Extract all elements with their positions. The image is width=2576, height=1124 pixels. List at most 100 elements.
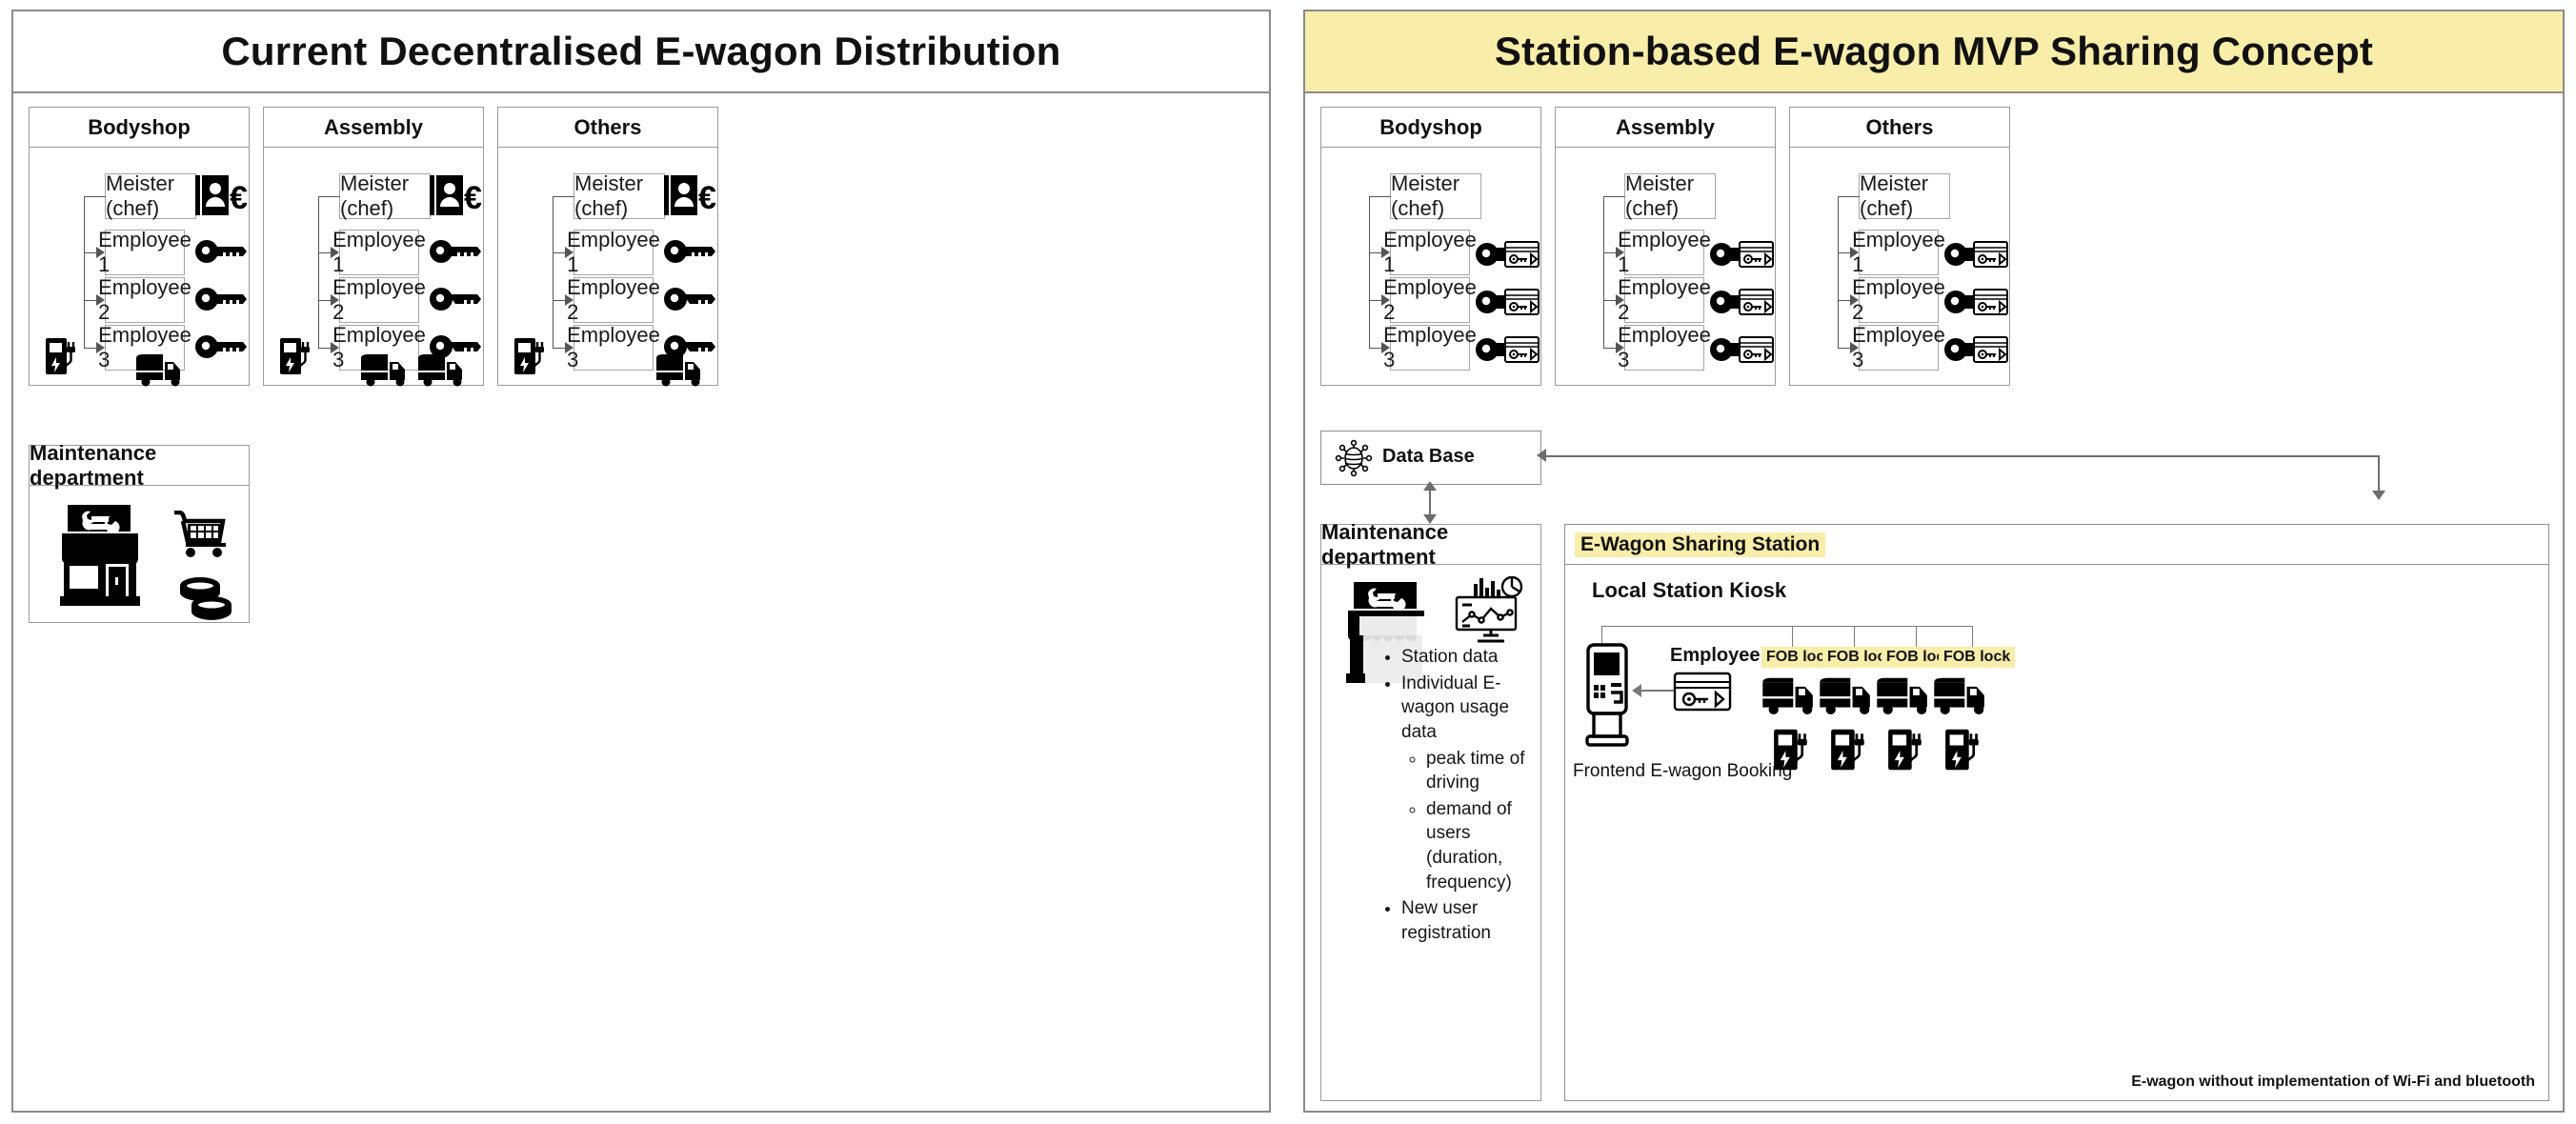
org-tree-branch <box>318 196 340 197</box>
e-wagon-truck-icon <box>654 352 708 391</box>
org-arrow <box>1850 294 1859 306</box>
org-box-label: Meister (chef) <box>574 171 644 220</box>
bullet-item: Individual E-wagon usage data peak time … <box>1401 672 1533 895</box>
key-icon <box>195 239 247 269</box>
org-tree-branch <box>318 300 334 301</box>
org-arrow <box>96 294 105 306</box>
org-tree-branch <box>318 348 334 349</box>
bullet-item: New user registration <box>1401 896 1533 945</box>
department-body: Meister (chef) Employee 1 Employee 2 Emp… <box>264 148 485 387</box>
department-title: Assembly <box>324 114 423 139</box>
org-tree-trunk <box>84 196 85 349</box>
database-label: Data Base <box>1382 446 1475 467</box>
department-title: Bodyshop <box>88 114 191 139</box>
org-tree-branch <box>1369 252 1385 253</box>
key-and-fob-card-icon <box>1944 335 2009 369</box>
org-arrow <box>1616 342 1624 353</box>
department-body: Meister (chef) Employee 1 Employee 2 Emp… <box>30 148 249 387</box>
org-tree-branch <box>84 196 106 197</box>
org-box-employee-1: Employee 1 <box>567 228 660 276</box>
department-header: Assembly <box>1556 108 1775 148</box>
station-kiosk-icon <box>1582 643 1632 753</box>
department-card-assembly: Assembly Meister (chef) Employee 1 Emplo… <box>263 107 485 387</box>
org-box-label: Employee 1 <box>567 228 660 276</box>
org-tree-trunk <box>1603 196 1604 349</box>
department-body: Meister (chef) Employee 1 Employee 2 Emp… <box>1321 148 1540 385</box>
org-arrow <box>1850 247 1859 258</box>
org-box-label: Employee 2 <box>1852 275 1945 324</box>
org-tree-trunk <box>318 196 319 349</box>
org-arrow <box>331 294 339 306</box>
right-panel-title-text: Station-based E-wagon MVP Sharing Concep… <box>1494 29 2374 73</box>
org-box-label: Meister (chef) <box>1625 171 1695 220</box>
maintenance-title: Maintenance department <box>30 440 157 490</box>
key-and-fob-card-icon <box>1710 288 1775 321</box>
org-box-employee-3: Employee 3 <box>1852 323 1945 371</box>
id-badge-euro-icon: € <box>430 172 485 223</box>
key-and-fob-card-icon <box>1476 240 1540 273</box>
workshop-storefront-icon <box>56 503 144 614</box>
department-title: Bodyshop <box>1379 114 1482 139</box>
fob-lock-label-2: FOB lock <box>1822 647 1900 668</box>
bullet-subitem: peak time of driving <box>1426 747 1533 795</box>
e-wagon-truck-icon <box>1932 675 1993 720</box>
org-box-label: Meister (chef) <box>106 171 175 220</box>
employee-id-to-kiosk-line <box>1640 690 1674 692</box>
org-box-employee-2: Employee 2 <box>567 275 660 324</box>
department-header: Others <box>1790 108 2009 148</box>
org-box-employee-1: Employee 1 <box>1383 228 1477 276</box>
department-body: Meister (chef) Employee 1 Employee 2 Emp… <box>1556 148 1775 385</box>
station-connector-arrow-down <box>2372 491 2385 500</box>
kiosk-caption: Frontend E-wagon Booking <box>1573 761 1793 781</box>
key-and-fob-card-icon <box>1944 240 2009 273</box>
db-maintenance-arrow-down <box>1423 514 1437 524</box>
bullet-item: Station data <box>1401 645 1533 670</box>
key-and-fob-card-icon <box>1944 288 2009 321</box>
org-box-employee-1: Employee 1 <box>98 228 191 276</box>
org-box-label: Employee 2 <box>332 275 426 324</box>
db-station-connector-v <box>2378 455 2380 493</box>
maintenance-department-card: Maintenance department <box>29 441 250 623</box>
key-and-fob-card-icon <box>1476 335 1540 369</box>
department-body: Meister (chef) Employee 1 Employee 2 Emp… <box>1790 148 2009 385</box>
db-maintenance-arrow-up <box>1423 481 1437 491</box>
ev-charging-station-icon <box>279 336 312 381</box>
bullet-sublist: peak time of driving demand of users (du… <box>1401 747 1533 895</box>
org-box-label: Employee 1 <box>98 228 191 276</box>
org-tree-branch <box>553 300 569 301</box>
station-footnote: E-wagon without implementation of Wi-Fi … <box>2131 1074 2535 1090</box>
department-card-assembly: Assembly Meister (chef) Employee 1 Emplo… <box>1555 107 1776 386</box>
org-box-label: Meister (chef) <box>340 171 410 220</box>
org-box-label: Employee 3 <box>1383 323 1477 371</box>
key-and-fob-card-icon <box>1476 288 1540 321</box>
fob-lock-label-4: FOB lock <box>1939 647 2016 668</box>
org-box-label: Employee 1 <box>1383 228 1477 276</box>
department-header: Bodyshop <box>1321 108 1540 148</box>
org-arrow <box>1381 294 1390 306</box>
org-tree-branch <box>1838 348 1854 349</box>
org-box-label: Meister (chef) <box>1860 171 1929 220</box>
analytics-dashboard-monitor-icon <box>1455 575 1527 650</box>
svg-text:€: € <box>230 180 248 216</box>
org-arrow <box>1381 342 1390 353</box>
org-tree-branch <box>1369 300 1385 301</box>
org-tree-trunk <box>1838 196 1839 349</box>
sharing-station-box: E-Wagon Sharing Station Local Station Ki… <box>1564 524 2549 1101</box>
org-tree-branch <box>553 348 569 349</box>
fob-branch-stem-4 <box>1972 626 1973 649</box>
bullet-subitem: demand of users (duration, frequency) <box>1426 797 1533 895</box>
org-arrow <box>331 342 339 353</box>
department-card-bodyshop: Bodyshop Meister (chef) Employee 1 Emplo… <box>1320 107 1541 386</box>
org-tree-branch <box>84 300 100 301</box>
key-and-fob-card-icon <box>1710 240 1775 273</box>
org-box-chef: Meister (chef) <box>1859 171 1950 220</box>
key-icon <box>430 334 481 364</box>
fob-card-key-icon <box>1673 672 1732 716</box>
org-tree-branch <box>553 196 574 197</box>
org-arrow <box>96 247 105 258</box>
e-wagon-truck-icon <box>416 352 470 391</box>
department-card-others: Others Meister (chef) Employee 1 Employe… <box>497 107 718 387</box>
org-box-label: Employee 3 <box>567 323 660 371</box>
ev-charging-station-icon <box>1887 727 1923 777</box>
